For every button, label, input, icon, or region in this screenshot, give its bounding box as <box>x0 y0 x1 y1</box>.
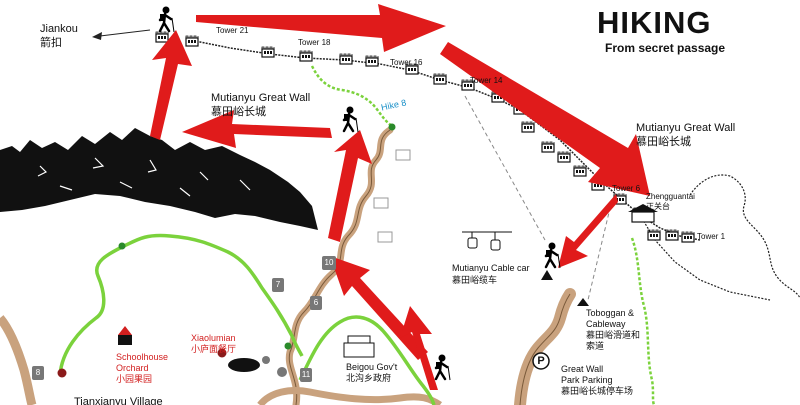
beigou-label: Beigou Gov't <box>346 362 398 372</box>
parking-road-edge <box>519 293 571 405</box>
road-marker-8: 8 <box>35 368 41 377</box>
tower-1-label: Tower 1 <box>697 232 726 241</box>
toboggan-label-zh2: 索道 <box>586 341 605 351</box>
schoolhouse-label-zh: 小园果园 <box>116 374 153 384</box>
map-title: HIKING <box>597 5 712 40</box>
right-dashed-trail <box>630 237 656 405</box>
mutianyu-upper-label-zh: 慕田峪长城 <box>211 106 266 118</box>
toboggan-line <box>587 199 613 301</box>
great-wall-lower-spur <box>639 214 771 301</box>
toboggan-station-triangle <box>577 298 589 306</box>
tower-16-label: Tower 16 <box>390 58 423 67</box>
xiaolumian-label: Xiaolumian <box>191 333 236 343</box>
road-marker-10: 10 <box>324 258 334 267</box>
bottom-road <box>257 387 443 405</box>
mountain-texture <box>37 157 251 197</box>
beigou-label-zh: 北沟乡政府 <box>346 373 392 383</box>
tianxianyu-label: Tianxianyu Village <box>74 396 163 405</box>
schoolhouse-label-line1: Schoolhouse <box>116 352 169 362</box>
toboggan-label-zh1: 慕田峪滑道和 <box>586 330 641 340</box>
arrow-to-jiankou <box>92 29 151 40</box>
tower-14-label: Tower 14 <box>470 76 503 85</box>
cable-station-triangle <box>541 270 553 280</box>
parking-label-zh: 慕田峪长城停车场 <box>561 386 634 396</box>
green-trail-beigou <box>298 315 436 405</box>
cable-car-gondola-icons <box>462 231 512 251</box>
parking-symbol: P <box>537 355 545 367</box>
schoolhouse-label-line2: Orchard <box>116 363 149 373</box>
trail-dots <box>57 123 396 378</box>
mutianyu-right-label-zh: 慕田峪长城 <box>636 136 691 148</box>
left-road <box>0 315 37 405</box>
parking-label-line2: Park Parking <box>561 375 613 385</box>
road-marker-shields <box>32 256 336 382</box>
map-subtitle: From secret passage <box>605 41 726 55</box>
hike-8-trail <box>310 65 393 128</box>
mountain-silhouette <box>0 128 318 230</box>
road-marker-6: 6 <box>313 298 319 307</box>
road-marker-11: 11 <box>301 370 311 379</box>
zhengguantai-building <box>628 204 658 223</box>
road-marker-7: 7 <box>275 280 281 289</box>
parking-label-line1: Great Wall <box>561 364 604 374</box>
mutianyu-right-label: Mutianyu Great Wall <box>636 122 736 134</box>
jiankou-label-zh: 箭扣 <box>40 37 62 49</box>
tower-6-label: Tower 6 <box>612 184 641 193</box>
green-trail-loop <box>58 233 304 376</box>
zhengguantai-label-zh: 正关台 <box>646 202 670 211</box>
great-wall-wavy-tail <box>689 174 800 299</box>
toboggan-label-line1: Toboggan & <box>586 308 635 318</box>
tower-21-label: Tower 21 <box>216 26 249 35</box>
route-arrows <box>150 4 650 390</box>
jiankou-label: Jiankou <box>40 23 78 35</box>
building-icons <box>118 149 411 377</box>
tower-18-label: Tower 18 <box>298 38 331 47</box>
toboggan-label-line2: Cableway <box>586 319 626 329</box>
mutianyu-upper-label: Mutianyu Great Wall <box>211 92 311 104</box>
zhengguantai-label: Zhengguantai <box>646 192 695 201</box>
cable-car-label-zh: 慕田峪缆车 <box>452 275 498 285</box>
parking-icon <box>532 352 550 370</box>
xiaolumian-label-zh: 小庐面餐厅 <box>191 344 237 354</box>
mountain-road-edge <box>288 129 391 405</box>
cable-car-label: Mutianyu Cable car <box>452 263 530 273</box>
